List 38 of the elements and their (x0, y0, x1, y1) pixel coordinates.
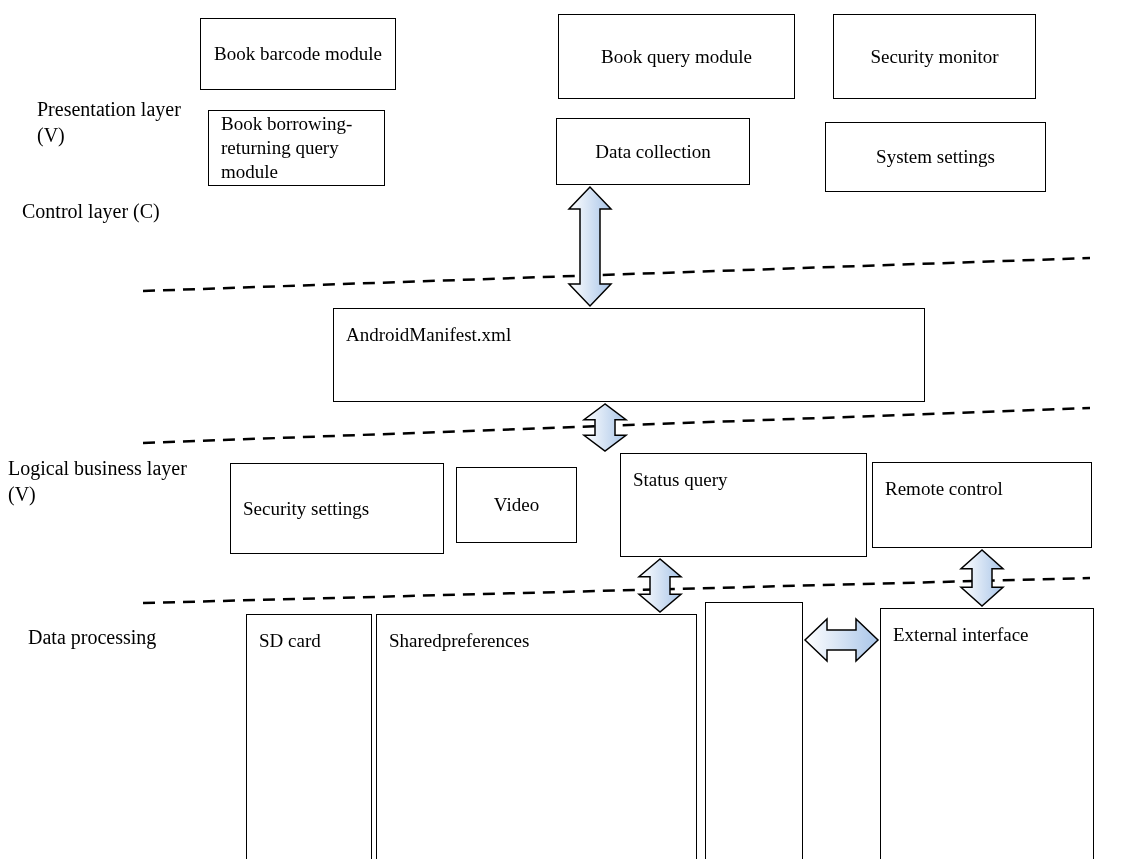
double-arrow (803, 617, 880, 663)
module-box (376, 614, 697, 859)
module-box (833, 14, 1036, 99)
module-box (456, 467, 577, 543)
module-box (872, 462, 1092, 548)
module-box (230, 463, 444, 554)
module-box (200, 18, 396, 90)
module-box (825, 122, 1046, 192)
module-box (246, 614, 372, 859)
box-label: Status query (633, 468, 728, 492)
box-label: Data collection (595, 139, 711, 164)
module-box (620, 453, 867, 557)
module-box (558, 14, 795, 99)
box-label: Book query module (601, 44, 752, 69)
box-label: Book barcode module (214, 42, 382, 66)
layer-label: Control layer (C) (22, 199, 161, 224)
box-label: Remote control (885, 477, 1003, 501)
module-box (208, 110, 385, 186)
module-box (880, 608, 1094, 859)
module-box (333, 308, 925, 402)
box-label: Security settings (243, 496, 370, 521)
box-label: Sharedpreferences (389, 629, 530, 653)
box-label: Security monitor (870, 44, 999, 69)
double-arrow (567, 185, 613, 308)
box-label: AndroidManifest.xml (346, 323, 512, 347)
layer-label: Logical business layer (V) (8, 456, 188, 507)
double-arrow (636, 558, 684, 613)
box-label: SD card (259, 629, 321, 653)
double-arrow (959, 549, 1005, 607)
layer-label: Presentation layer (V) (37, 97, 182, 148)
layer-label: Data processing (28, 625, 158, 650)
box-label: Book borrowing-returning query module (221, 112, 354, 184)
box-label: External interface (893, 623, 1029, 647)
box-label: System settings (876, 145, 995, 169)
empty-box (705, 602, 803, 859)
box-label: Video (493, 493, 540, 517)
double-arrow (581, 403, 629, 452)
module-box (556, 118, 750, 185)
